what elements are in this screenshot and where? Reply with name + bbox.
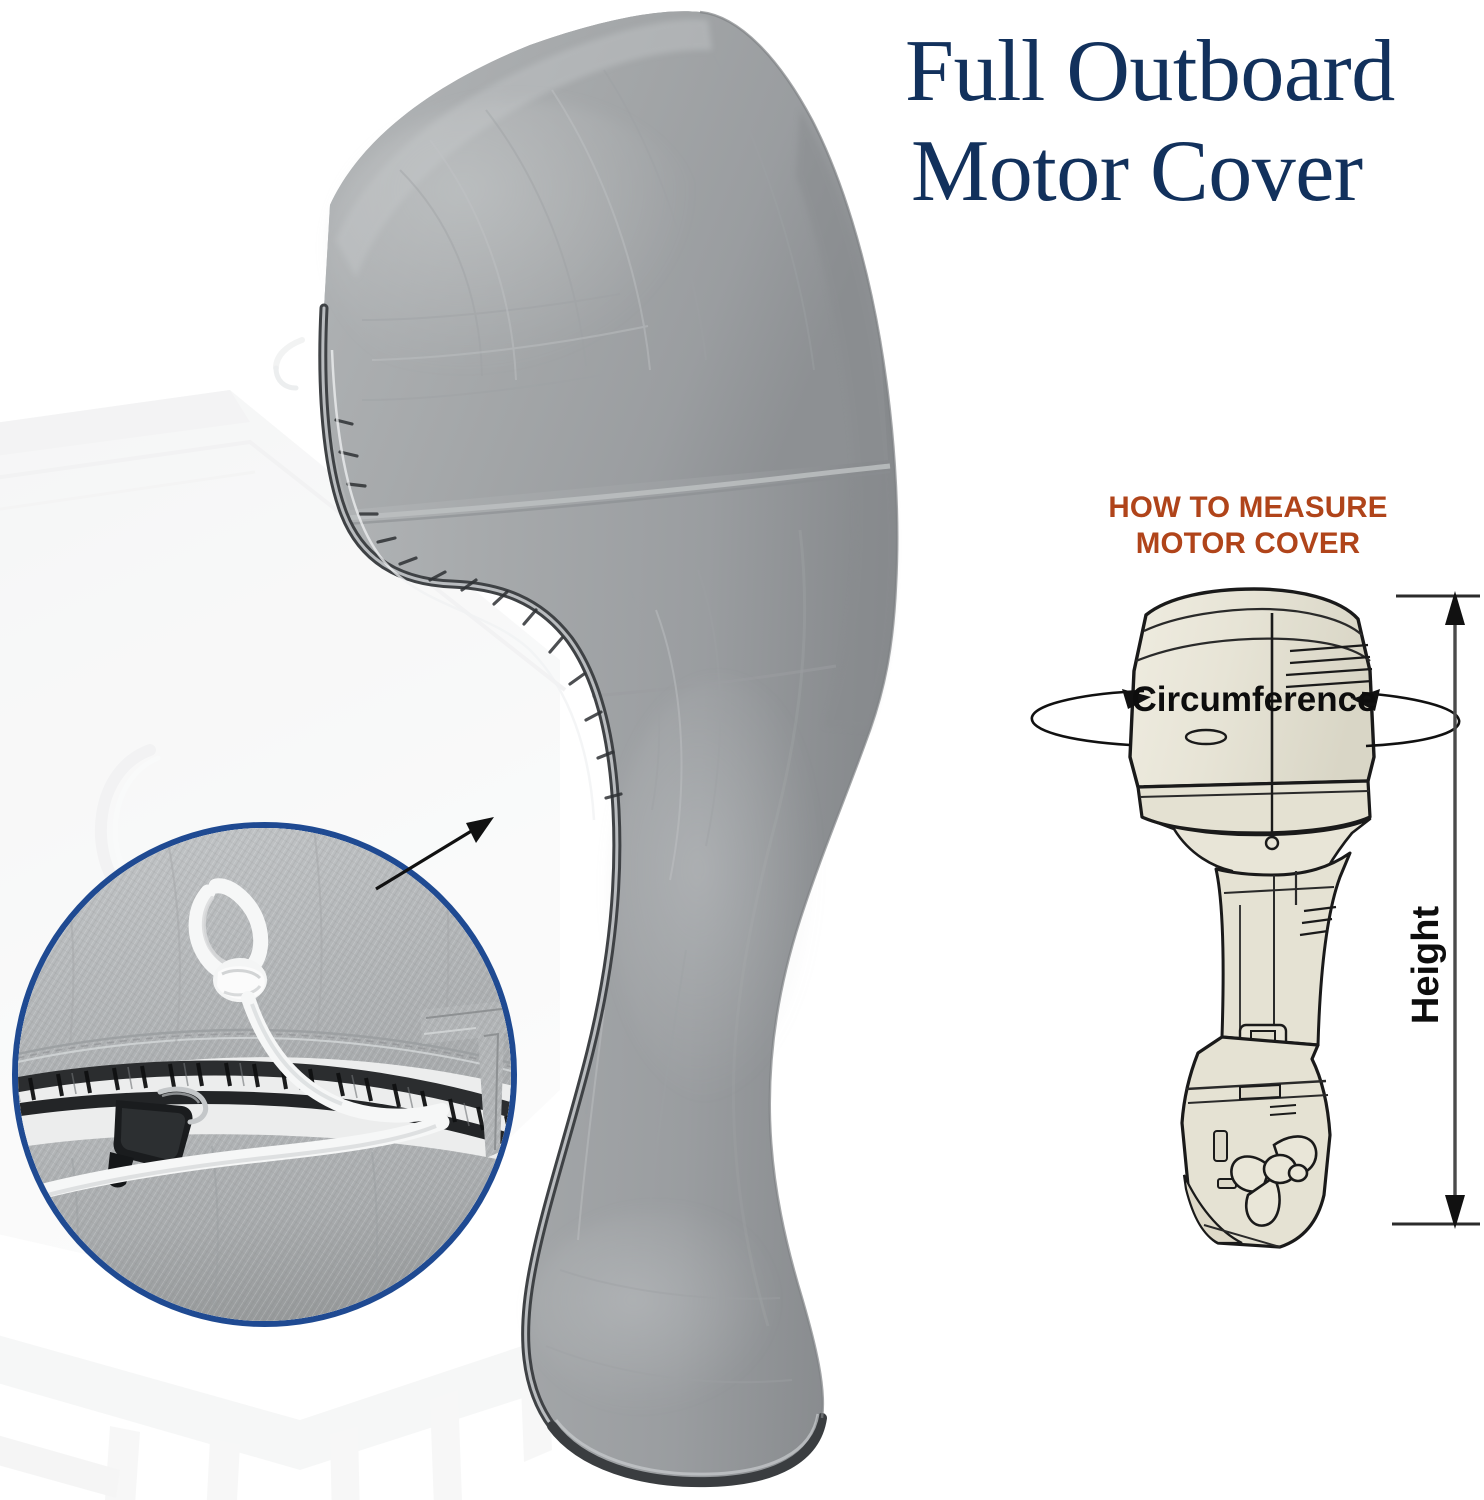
- measurement-diagram: Circumference Height: [1030, 587, 1480, 1249]
- title-line-1: Full Outboard: [905, 23, 1395, 120]
- height-label: Height: [1405, 906, 1447, 1025]
- callout-arrow-icon: [375, 817, 494, 891]
- title-line-2: Motor Cover: [911, 123, 1363, 221]
- measure-heading: HOW TO MEASURE MOTOR COVER: [1048, 490, 1448, 562]
- measure-heading-line-2: MOTOR COVER: [1135, 526, 1361, 560]
- zipper-detail-inset: [12, 822, 517, 1327]
- circumference-label: Circumference: [1131, 680, 1376, 719]
- motor-cover-product-photo: [273, 10, 899, 1488]
- page-title: Full Outboard Motor Cover: [905, 22, 1465, 223]
- measure-heading-line-1: HOW TO MEASURE: [1108, 491, 1388, 524]
